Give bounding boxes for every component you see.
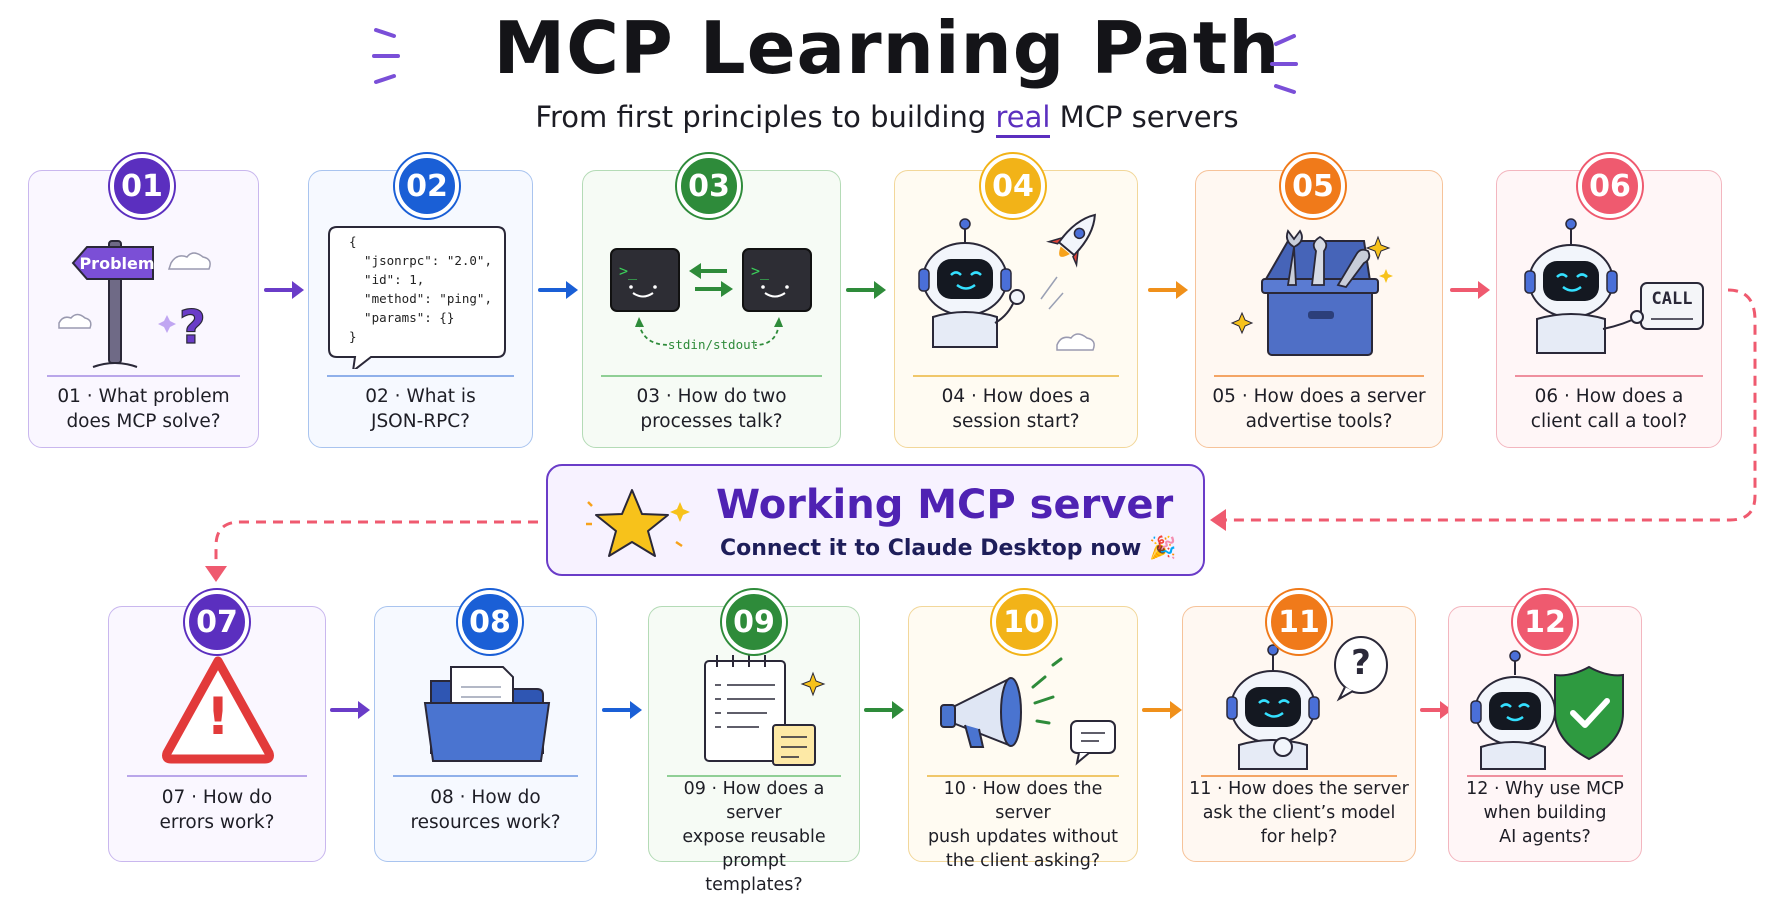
card-divider — [127, 775, 307, 777]
question-mark: ? — [179, 300, 206, 354]
step-badge-11: 11 — [1267, 590, 1331, 654]
step-card-01[interactable]: Problem ? 01 · What problem does MCP sol… — [28, 170, 259, 448]
terminal-prompt-left: >_ — [619, 262, 638, 280]
subtitle-highlight: real — [995, 100, 1051, 138]
toolbox-icon — [1230, 229, 1393, 356]
card-divider — [1201, 775, 1397, 777]
step-label: 08 · How do resources work? — [410, 787, 561, 833]
robot-call-icon — [1524, 218, 1704, 354]
page-title: MCP Learning Path — [493, 6, 1281, 90]
step-badge-05: 05 — [1281, 154, 1345, 218]
flow-arrow-icon — [846, 281, 886, 299]
step-label: 05 · How does a server advertise tools? — [1212, 386, 1426, 432]
flow-arrow-icon — [864, 701, 904, 719]
banner-subtitle: Connect it to Claude Desktop now 🎉 — [720, 536, 1177, 561]
card-divider — [667, 775, 841, 777]
warning-triangle-icon — [162, 656, 274, 764]
question-mark: ? — [1351, 643, 1371, 683]
sparkle-right-icon — [1270, 34, 1298, 94]
sign-text: Problem — [79, 254, 154, 273]
step-label: 04 · How does a session start? — [941, 386, 1091, 432]
json-speech-bubble-icon — [328, 226, 506, 369]
step-label: 03 · How do two processes talk? — [636, 386, 787, 432]
flow-arrow-icon — [1142, 701, 1182, 719]
alert-mark: ! — [206, 687, 230, 747]
step-card-05[interactable]: 05 · How does a server advertise tools? — [1195, 170, 1443, 448]
step-badge-08: 08 — [458, 590, 522, 654]
card-divider — [327, 375, 514, 377]
card-divider — [1467, 775, 1623, 777]
card-divider — [393, 775, 578, 777]
flow-arrow-icon — [264, 281, 304, 299]
flow-arrow-icon — [330, 701, 370, 719]
flow-arrow-icon — [538, 281, 578, 299]
step-badge-10: 10 — [992, 590, 1056, 654]
page-subtitle: From first principles to building real M… — [0, 100, 1774, 138]
two-terminals-icon — [610, 248, 812, 346]
step-label: 06 · How does a client call a tool? — [1530, 386, 1688, 432]
folder-icon — [423, 666, 551, 762]
subtitle-post: MCP servers — [1050, 100, 1239, 134]
flow-arrow-icon — [602, 701, 642, 719]
step-card-10[interactable]: 10 · How does the server push updates wi… — [908, 606, 1138, 871]
call-button-label: CALL — [1651, 289, 1693, 309]
card-divider — [1515, 375, 1703, 377]
step-label: 11 · How does the server ask the client’… — [1189, 779, 1409, 847]
step-badge-12: 12 — [1513, 590, 1577, 654]
step-badge-02: 02 — [395, 154, 459, 218]
step-badge-03: 03 — [677, 154, 741, 218]
megaphone-icon — [940, 657, 1116, 766]
card-divider — [47, 375, 240, 377]
working-server-banner: Working MCP server Connect it to Claude … — [546, 464, 1205, 576]
signpost-icon: Problem ? — [58, 240, 211, 368]
step-badge-06: 06 — [1578, 154, 1642, 218]
terminal-prompt-right: >_ — [751, 262, 770, 280]
robot-rocket-icon — [918, 213, 1096, 351]
step-label: 12 · Why use MCP when building AI agents… — [1466, 779, 1624, 847]
robot-shield-icon — [1470, 650, 1624, 770]
step-label: 07 · How do errors work? — [159, 787, 275, 833]
flow-arrow-icon — [1148, 281, 1188, 299]
card-divider — [927, 775, 1119, 777]
prompt-template-notebook-icon — [704, 655, 826, 766]
step-badge-07: 07 — [185, 590, 249, 654]
star-icon — [586, 489, 690, 557]
step-badge-01: 01 — [110, 154, 174, 218]
step-badge-04: 04 — [981, 154, 1045, 218]
jsonrpc-code: { "jsonrpc": "2.0", "id": 1, "method": "… — [349, 234, 492, 344]
step-badge-09: 09 — [722, 590, 786, 654]
subtitle-pre: From first principles to building — [535, 100, 996, 134]
stdin-stdout-label: stdin/stdout — [667, 337, 759, 352]
robot-thinking-icon — [1226, 636, 1388, 770]
step-label: 10 · How does the server push updates wi… — [927, 779, 1119, 871]
sparkle-left-icon — [372, 28, 400, 84]
card-divider — [601, 375, 822, 377]
card-divider — [1214, 375, 1424, 377]
step-card-02[interactable]: { "jsonrpc": "2.0", "id": 1, "method": "… — [308, 170, 533, 448]
step-card-08[interactable]: 08 · How do resources work? — [374, 606, 597, 862]
step-label: 02 · What is JSON-RPC? — [365, 386, 476, 432]
card-divider — [913, 375, 1119, 377]
step-label: 01 · What problem does MCP solve? — [57, 386, 230, 432]
flow-arrow-icon — [1450, 281, 1490, 299]
flow-arrow-icon — [1420, 701, 1452, 719]
banner-title: Working MCP server — [716, 482, 1174, 528]
step-label: 09 · How does a server expose reusable p… — [682, 779, 826, 895]
